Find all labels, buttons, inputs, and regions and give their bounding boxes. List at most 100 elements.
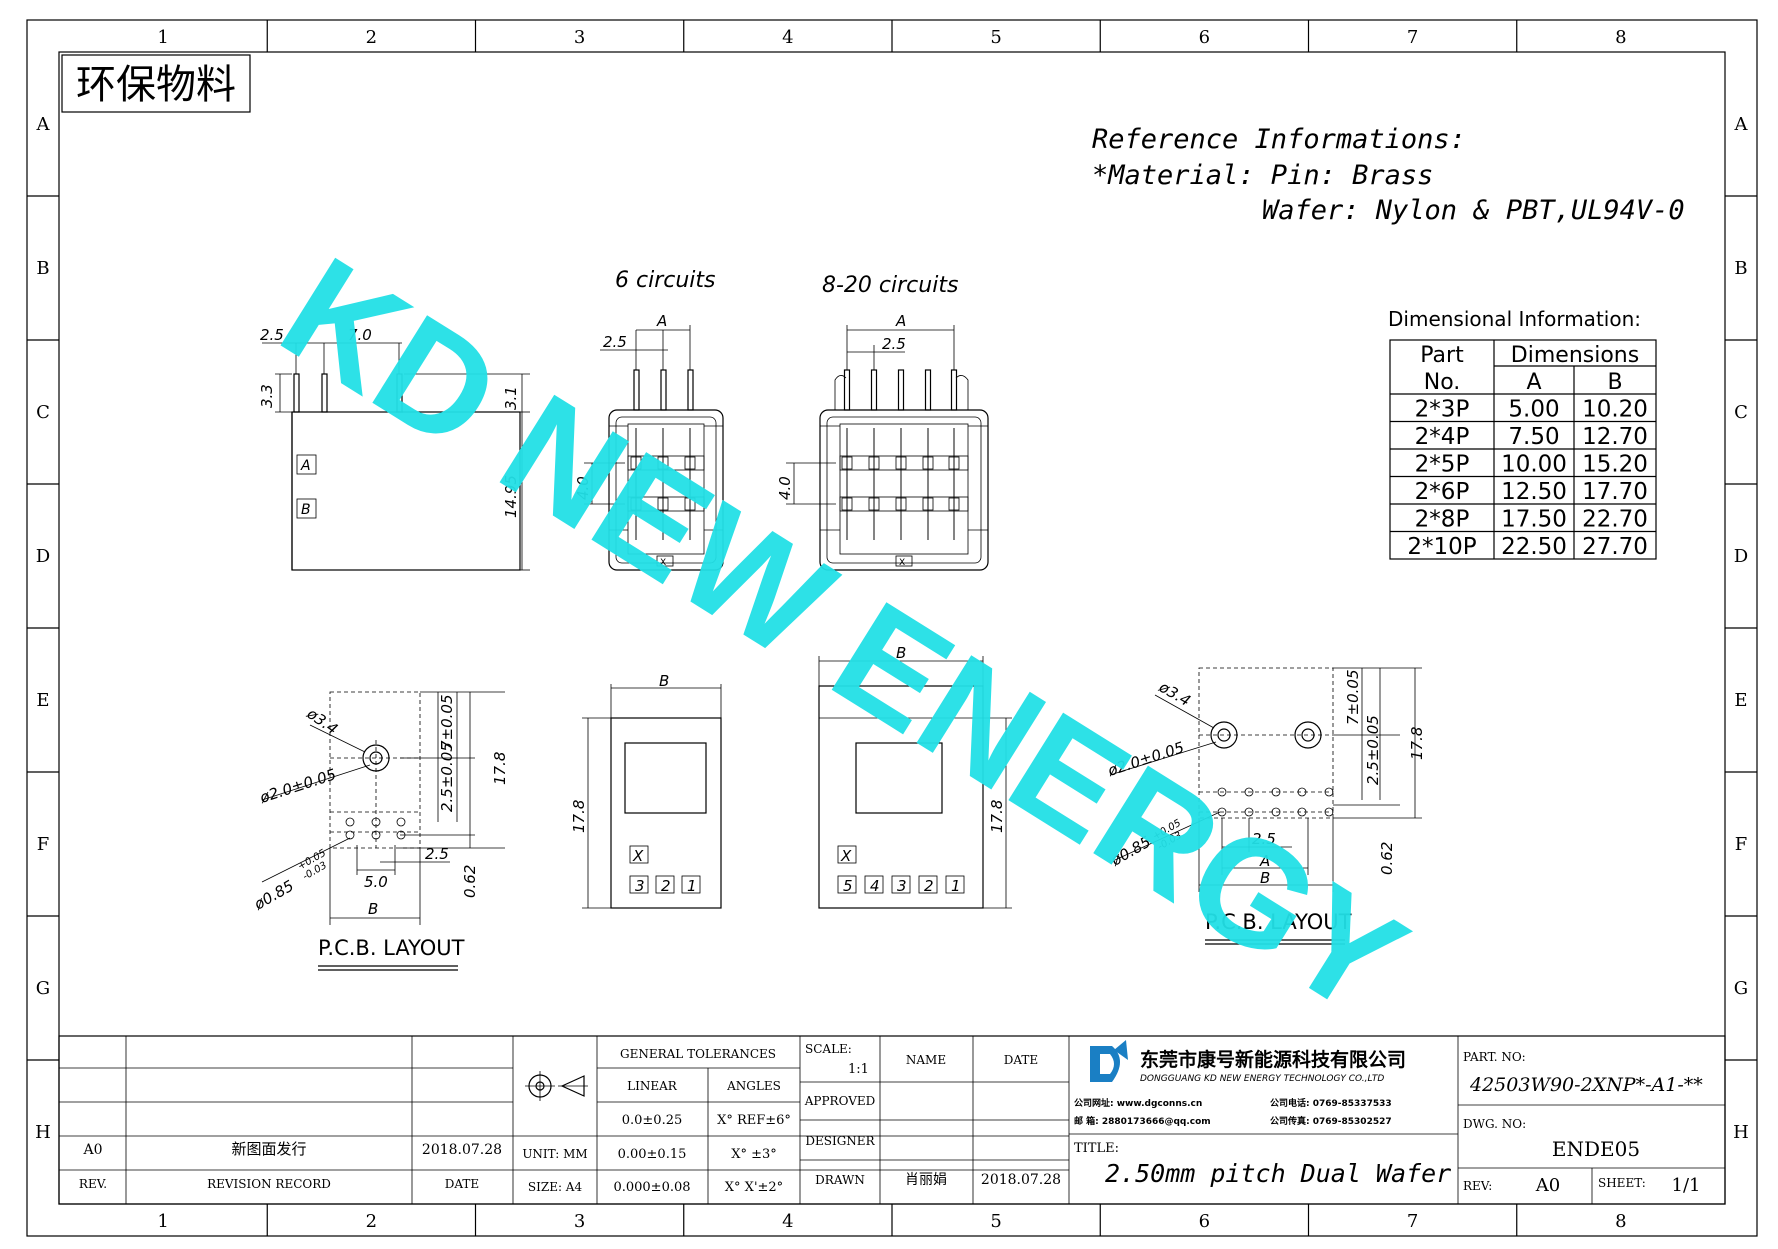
title-label: TITLE: [1074, 1141, 1119, 1156]
rev-value: A0 [82, 1142, 102, 1158]
company-logo-icon [1090, 1040, 1128, 1082]
table-cell-b: 17.70 [1582, 479, 1648, 505]
rev-label-value: A0 [1535, 1175, 1560, 1196]
name-header: NAME [906, 1053, 946, 1067]
column-label-bottom: 1 [157, 1211, 168, 1232]
header-pin [870, 369, 878, 411]
pin-number-box [837, 875, 857, 894]
scale-value: 1:1 [848, 1062, 869, 1077]
row-label-right: A [1734, 114, 1749, 135]
column-label-top: 7 [1407, 27, 1418, 48]
dim-17-8-right: 17.8 [1408, 727, 1426, 760]
rev-header: REV. [79, 1177, 107, 1191]
dim-a-front20: A [895, 312, 906, 330]
column-label-top: 3 [574, 27, 585, 48]
rev-date-value: 2018.07.28 [422, 1142, 502, 1158]
phi-2-0-left: ø2.0±0.05 [257, 765, 339, 807]
dim-a-right: A [1259, 852, 1270, 870]
row-label-right: F [1735, 834, 1748, 855]
date-header: DATE [445, 1177, 479, 1191]
row-label-right: G [1734, 978, 1748, 999]
header-pin [843, 369, 851, 411]
header-pin [950, 369, 958, 411]
contact-row [839, 455, 969, 471]
title-block: A0 新图面发行 2018.07.28 REV. REVISION RECORD… [58, 1035, 1726, 1205]
dim-b-bottom6: B [659, 672, 669, 690]
pcb-hole [1217, 807, 1227, 817]
dim-5-0-left: 5.0 [364, 873, 388, 891]
reference-info: Reference Informations: *Material: Pin: … [1092, 124, 1685, 226]
dim-b-bottom20: B [896, 644, 906, 662]
tol-angle-3: X° X'±2° [725, 1180, 783, 1195]
row-label-left: F [37, 834, 50, 855]
eco-material-badge: 环保物料 [61, 54, 251, 113]
reference-wafer: Wafer: Nylon & PBT,UL94V-0 [1262, 195, 1685, 226]
pin-number: 5 [843, 877, 853, 895]
row-label-left: E [36, 690, 49, 711]
watermark-text: KD NEW ENERGY [255, 225, 1432, 1048]
table-cell-a: 5.00 [1508, 397, 1559, 423]
row-label-left: H [35, 1122, 51, 1143]
column-label-bottom: 5 [990, 1211, 1001, 1232]
dim-2-5-top: 2.5 [260, 326, 284, 344]
dim-17-8-left: 17.8 [491, 752, 509, 785]
scale-label: SCALE: [805, 1042, 852, 1056]
phi-0-85-left: ø0.85 [250, 877, 297, 914]
company-name-cn: 东莞市康号新能源科技有限公司 [1140, 1048, 1406, 1071]
pcb-hole [371, 817, 381, 827]
row-label-right: C [1734, 402, 1748, 423]
company-name-en: DONGGUANG KD NEW ENERGY TECHNOLOGY CO.,L… [1140, 1074, 1384, 1084]
latch-left [834, 375, 847, 410]
pin-number: 4 [870, 877, 880, 895]
table-cell-part: 2*5P [1415, 452, 1470, 478]
dim-2-5-front6: 2.5 [603, 333, 627, 351]
table-cell-part: 2*4P [1415, 424, 1470, 450]
pcb-hole [1217, 787, 1227, 797]
row-label-right: D [1734, 546, 1748, 567]
sheet-label: SHEET: [1598, 1176, 1646, 1190]
pin-number-box [891, 875, 911, 894]
unit-label: UNIT: MM [522, 1147, 587, 1161]
drawn-name: 肖丽娟 [905, 1172, 947, 1188]
table-header-part: Part [1420, 343, 1464, 368]
part-no-label: PART. NO: [1463, 1050, 1526, 1064]
header-pin [897, 369, 905, 411]
part-no-value: 42503W90-2XNP*-A1-** [1469, 1074, 1703, 1096]
pin-number: 2 [661, 877, 671, 895]
pcb-layout-left: 7±0.05 2.5±0.05 17.8 0.62 ø3.4 ø2.0±0.05… [250, 691, 509, 971]
pin-number-box [629, 875, 649, 894]
column-label-bottom: 2 [366, 1211, 377, 1232]
column-label-bottom: 7 [1407, 1211, 1418, 1232]
pcb-layout-right: 7±0.05 2.5±0.05 17.8 0.62 ø3.4 ø2.0±0.05… [1105, 667, 1426, 945]
dim-table-caption: Dimensional Information: [1388, 307, 1641, 331]
mark-a: A [300, 458, 311, 474]
pcb-hole [345, 817, 355, 827]
table-cell-b: 22.70 [1582, 507, 1648, 533]
dim-3-1: 3.1 [502, 386, 520, 410]
linear-label: LINEAR [627, 1079, 678, 1093]
angles-label: ANGLES [726, 1079, 781, 1093]
pcb-layout-right-label: P.C.B. LAYOUT [1205, 910, 1352, 934]
row-label-left: A [36, 114, 51, 135]
mark-b: B [301, 502, 311, 518]
rev-label: REV: [1463, 1179, 1492, 1193]
pin-number-box [918, 875, 938, 894]
contact-row [627, 455, 705, 471]
column-label-bottom: 6 [1199, 1211, 1210, 1232]
row-label-right: H [1733, 1122, 1749, 1143]
dim-4-0-front6: 4.0 [574, 476, 592, 500]
company-fax: 公司传真: 0769-85302527 [1270, 1115, 1392, 1127]
row-label-left: D [36, 546, 50, 567]
pin-number-box [681, 875, 701, 894]
pin-number: 1 [687, 877, 697, 895]
tol-linear-1: 0.0±0.25 [622, 1113, 683, 1128]
label-6-circuits: 6 circuits [615, 268, 715, 293]
front-view-6-circuits: 6 circuits X 2.5 A 4.0 [574, 268, 724, 571]
dwg-no-label: DWG. NO: [1463, 1117, 1526, 1131]
sheet-value: 1/1 [1672, 1175, 1701, 1196]
dim-2-5-right: 2.5 [1252, 830, 1276, 848]
dim-7-005-right: 7±0.05 [1344, 669, 1362, 725]
side-view: 2.5 7.0 3.3 3.1 14.95 A B [258, 326, 530, 571]
front-view-8-20-circuits: 8-20 circuits X A 2.5 4.0 [776, 273, 989, 571]
